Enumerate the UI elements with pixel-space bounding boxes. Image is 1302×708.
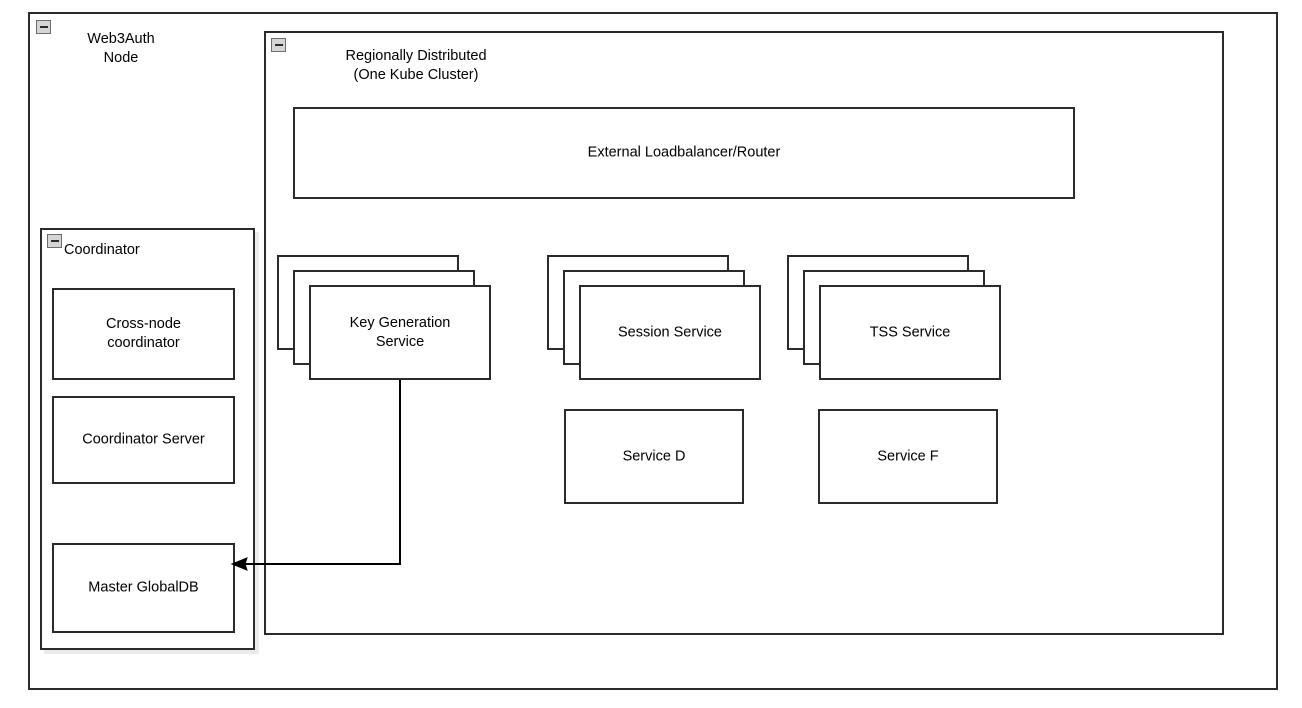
external-loadbalancer-router-label: External Loadbalancer/Router	[587, 144, 781, 161]
service-f-label: Service F	[877, 448, 939, 464]
coordinator-server-label: Coordinator Server	[82, 431, 205, 448]
tss-service-label: TSS Service	[869, 324, 951, 340]
service-d-box[interactable]: Service D	[564, 409, 744, 504]
session-service-label: Session Service	[618, 324, 722, 340]
regionally-distributed-label: Regionally Distributed (One Kube Cluster…	[345, 48, 487, 83]
coordinator-collapse-icon[interactable]	[47, 234, 62, 248]
key-generation-service-label: Key Generation Service	[349, 314, 451, 350]
web3auth-node-collapse-icon[interactable]	[36, 20, 51, 34]
session-service-replica-front[interactable]: Session Service	[579, 285, 761, 380]
tss-service-stack[interactable]: TSS Service	[787, 255, 1001, 380]
web3auth-node-label: Web3Auth Node	[87, 31, 155, 66]
tss-service-replica-front[interactable]: TSS Service	[819, 285, 1001, 380]
cross-node-coordinator-label: Cross-node coordinator	[106, 316, 181, 351]
external-loadbalancer-router-box[interactable]: External Loadbalancer/Router	[293, 107, 1075, 199]
master-globaldb-box[interactable]: Master GlobalDB	[52, 543, 235, 633]
master-globaldb-label: Master GlobalDB	[88, 579, 199, 596]
coordinator-label: Coordinator	[64, 242, 140, 258]
service-d-label: Service D	[622, 448, 686, 464]
service-f-box[interactable]: Service F	[818, 409, 998, 504]
cross-node-coordinator-box[interactable]: Cross-node coordinator	[52, 288, 235, 380]
key-generation-service-replica-front[interactable]: Key Generation Service	[309, 285, 491, 380]
coordinator-server-box[interactable]: Coordinator Server	[52, 396, 235, 484]
session-service-stack[interactable]: Session Service	[547, 255, 761, 380]
key-generation-service-stack[interactable]: Key Generation Service	[277, 255, 491, 380]
regionally-distributed-collapse-icon[interactable]	[271, 38, 286, 52]
